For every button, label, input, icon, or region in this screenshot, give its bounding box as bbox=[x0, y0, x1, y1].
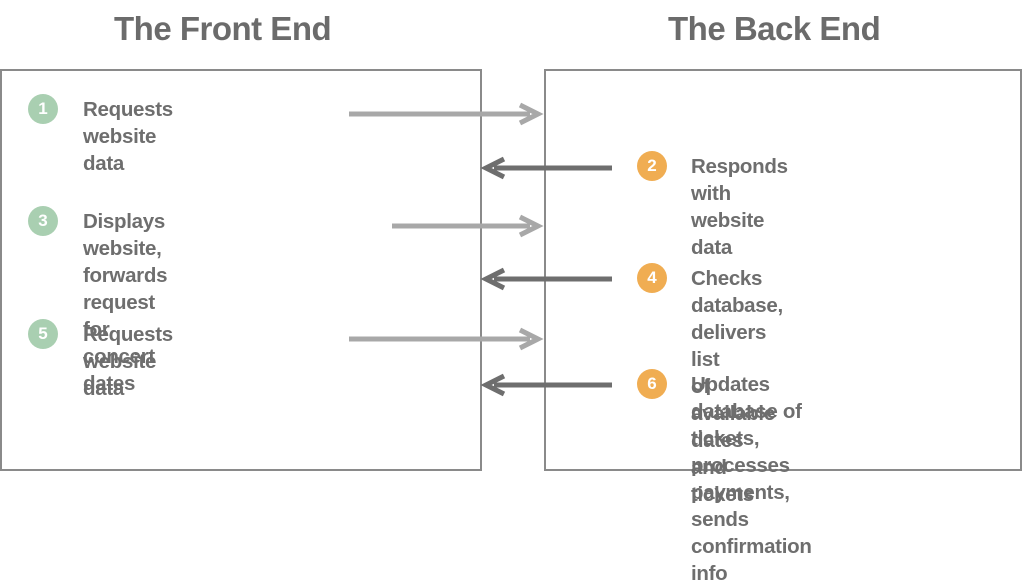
step-2-badge: 2 bbox=[637, 151, 667, 181]
step-2-text: Responds with website data bbox=[691, 155, 788, 259]
front-end-panel bbox=[0, 69, 482, 471]
back-end-heading: The Back End bbox=[668, 10, 881, 47]
step-1-badge: 1 bbox=[28, 94, 58, 124]
step-3-badge: 3 bbox=[28, 206, 58, 236]
arrow-step-4 bbox=[480, 267, 612, 291]
step-4-badge: 4 bbox=[637, 263, 667, 293]
arrow-step-6 bbox=[480, 373, 612, 397]
step-5-badge: 5 bbox=[28, 319, 58, 349]
arrow-step-2 bbox=[480, 156, 612, 180]
flow-arrows bbox=[349, 102, 612, 397]
front-end-heading: The Front End bbox=[114, 10, 332, 47]
arrow-step-5 bbox=[349, 327, 544, 351]
step-3-text: Displays website, forwards request for c… bbox=[83, 210, 168, 395]
step-5-text: Requests website data bbox=[83, 323, 173, 400]
back-end-panel bbox=[544, 69, 1022, 471]
step-1-text: Requests website data bbox=[83, 98, 173, 175]
arrow-step-1 bbox=[349, 102, 544, 126]
arrow-step-3 bbox=[392, 214, 544, 238]
step-6-badge: 6 bbox=[637, 369, 667, 399]
